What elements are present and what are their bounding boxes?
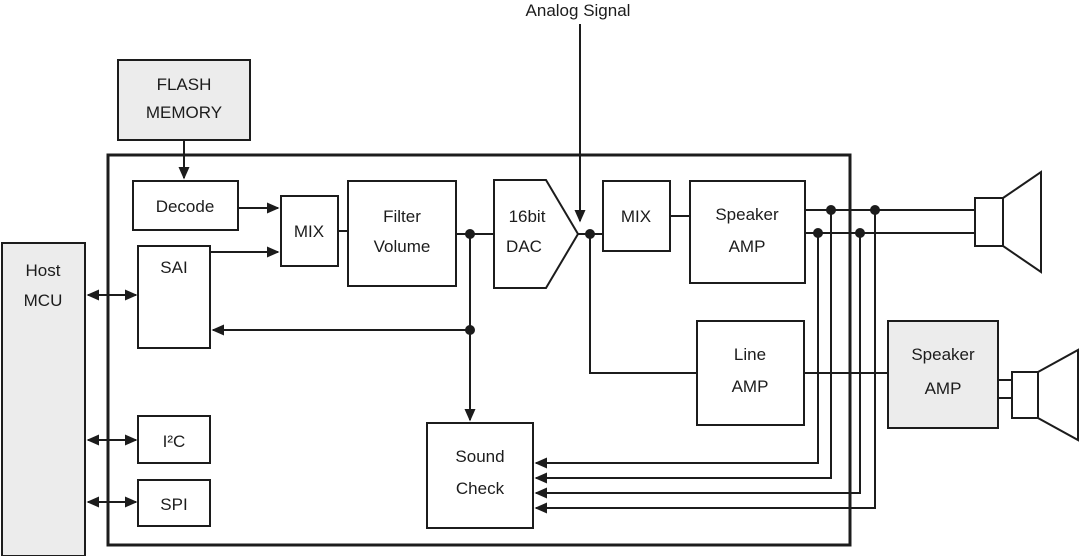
sound-check-label: Sound — [455, 447, 504, 466]
dac-label: DAC — [506, 237, 542, 256]
junction-dot — [465, 325, 475, 335]
i2c-label: I²C — [163, 432, 186, 451]
flash-memory-label: MEMORY — [146, 103, 222, 122]
decode-label: Decode — [156, 197, 215, 216]
filter-volume-block — [347, 180, 457, 287]
filter-volume-label: Filter — [383, 207, 421, 226]
i2c-block — [137, 415, 211, 464]
line-amp-block — [696, 320, 805, 426]
speaker-bottom-driver — [1011, 371, 1039, 419]
decode-block — [132, 180, 239, 231]
wire-sense-4-to-sound-check — [534, 210, 876, 514]
speaker-top-driver — [974, 197, 1004, 247]
junction-dot — [813, 228, 823, 238]
mix-out-label: MIX — [621, 207, 651, 226]
mix-front-label: MIX — [294, 222, 324, 241]
junction-dot — [585, 229, 595, 239]
wire-sense-3-to-sound-check — [534, 233, 861, 499]
mix-out-block — [602, 180, 671, 252]
wire-dac-to-line-amp — [589, 234, 697, 374]
dac-label: 16bit — [509, 207, 546, 226]
speaker-bottom-icon — [1011, 348, 1079, 442]
speaker-amp-internal-block — [689, 180, 806, 284]
host-mcu-block — [1, 242, 86, 556]
sai-block — [137, 245, 211, 349]
host-mcu-label: Host — [26, 261, 61, 280]
sound-check-block — [426, 422, 534, 529]
junction-dot — [855, 228, 865, 238]
mix-front-block — [280, 195, 339, 267]
sound-check-label: Check — [456, 479, 505, 498]
analog-signal-label: Analog Signal — [526, 1, 631, 20]
speaker-top-cone — [1002, 170, 1042, 274]
speaker-top-icon — [974, 170, 1042, 274]
dac-block — [493, 179, 580, 289]
filter-volume-label: Volume — [374, 237, 431, 256]
speaker-amp-external-label: Speaker — [911, 345, 975, 364]
host-mcu-label: MCU — [24, 291, 63, 310]
chip-boundary — [106, 153, 852, 547]
wire-sense-1-to-sound-check — [534, 233, 819, 469]
wire-sense-2-to-sound-check — [534, 210, 832, 484]
junction-dot — [826, 205, 836, 215]
line-amp-label: AMP — [732, 377, 769, 396]
speaker-amp-external-block — [887, 320, 999, 429]
flash-memory-block — [117, 59, 251, 141]
speaker-amp-internal-label: Speaker — [715, 205, 779, 224]
speaker-bottom-cone — [1037, 348, 1079, 442]
speaker-amp-external-label: AMP — [925, 379, 962, 398]
line-amp-label: Line — [734, 345, 766, 364]
speaker-amp-internal-label: AMP — [729, 237, 766, 256]
sai-label: SAI — [160, 258, 187, 277]
spi-block — [137, 479, 211, 527]
flash-memory-label: FLASH — [157, 75, 212, 94]
junction-dot — [465, 229, 475, 239]
junction-dot — [870, 205, 880, 215]
spi-label: SPI — [160, 495, 187, 514]
